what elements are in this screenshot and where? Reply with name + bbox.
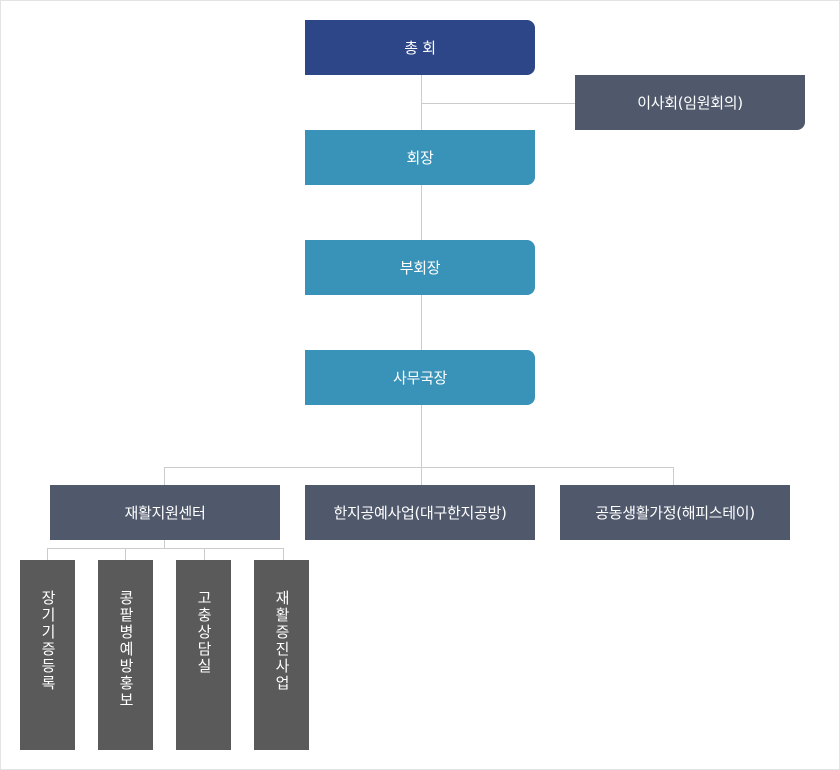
board-label: 이사회(임원회의) bbox=[637, 94, 743, 112]
connector-sub-2 bbox=[125, 548, 126, 560]
board-box: 이사회(임원회의) bbox=[575, 75, 805, 130]
rehab-center-label: 재활지원센터 bbox=[124, 504, 206, 522]
connector-board bbox=[421, 103, 575, 104]
connector-branch-right bbox=[673, 467, 674, 485]
general-assembly-label: 총 회 bbox=[404, 39, 436, 57]
connector-sub-horizontal bbox=[47, 548, 283, 549]
sub-unit-kidney-prevention-label: 콩팥병예방홍보 bbox=[117, 590, 135, 709]
sub-unit-organ-donation: 장기기증등록 bbox=[20, 560, 75, 750]
general-assembly-box: 총 회 bbox=[305, 20, 535, 75]
vice-president-box: 부회장 bbox=[305, 240, 535, 295]
vice-president-label: 부회장 bbox=[399, 259, 441, 277]
secretary-general-box: 사무국장 bbox=[305, 350, 535, 405]
connector-branch-center bbox=[421, 467, 422, 485]
connector-sub-3 bbox=[204, 548, 205, 560]
sub-unit-organ-donation-label: 장기기증등록 bbox=[39, 590, 57, 692]
connector-sub-4 bbox=[283, 548, 284, 560]
hanji-project-box: 한지공예사업(대구한지공방) bbox=[305, 485, 535, 540]
sub-unit-kidney-prevention: 콩팥병예방홍보 bbox=[98, 560, 153, 750]
sub-unit-rehab-promotion-label: 재활증진사업 bbox=[273, 590, 291, 692]
sub-unit-counseling-label: 고충상담실 bbox=[195, 590, 213, 675]
group-home-box: 공동생활가정(해피스테이) bbox=[560, 485, 790, 540]
president-box: 회장 bbox=[305, 130, 535, 185]
connector-sub-center bbox=[164, 540, 165, 548]
sub-unit-counseling: 고충상담실 bbox=[176, 560, 231, 750]
rehab-center-box: 재활지원센터 bbox=[50, 485, 280, 540]
connector-sub-1 bbox=[47, 548, 48, 560]
sub-unit-rehab-promotion: 재활증진사업 bbox=[254, 560, 309, 750]
connector-branch-horizontal bbox=[164, 467, 674, 468]
connector-branch-left bbox=[164, 467, 165, 485]
hanji-project-label: 한지공예사업(대구한지공방) bbox=[333, 504, 507, 522]
president-label: 회장 bbox=[406, 149, 434, 167]
secretary-general-label: 사무국장 bbox=[392, 369, 447, 387]
group-home-label: 공동생활가정(해피스테이) bbox=[595, 504, 755, 522]
